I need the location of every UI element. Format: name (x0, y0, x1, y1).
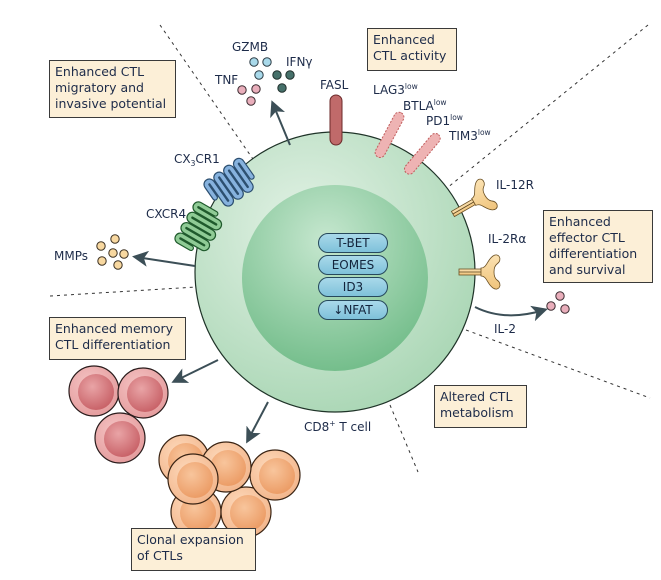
divider-left (49, 286, 197, 297)
memory-cell (68, 365, 120, 417)
label-tim3-name: TIM3 (449, 129, 478, 143)
label-pd1-name: PD1 (426, 114, 451, 128)
box-memory-differentiation: Enhanced memory CTL differentiation (49, 317, 186, 360)
label-tim3: TIM3low (449, 128, 491, 143)
cx3cr1-receptor (203, 157, 255, 207)
label-gzmb: GZMB (232, 40, 269, 54)
clonal-cell (167, 453, 219, 505)
box-ctl-activity: Enhanced CTL activity (367, 28, 457, 71)
label-cxcr4: CXCR4 (146, 207, 187, 221)
memory-cell (117, 367, 169, 419)
label-cx3cr1-a: CX (174, 152, 191, 166)
tf-tbet: T-BET (318, 233, 388, 253)
pd1-tim3-receptor (404, 132, 441, 175)
tf-nfat: ↓NFAT (318, 300, 388, 320)
label-lag3-name: LAG3 (373, 83, 405, 97)
ifng-granules (272, 70, 295, 93)
label-il12r: IL-12R (496, 178, 534, 192)
clonal-cell (249, 449, 301, 501)
label-il2ra: IL-2Rα (488, 232, 527, 246)
arrow-mmps (132, 250, 196, 267)
label-cd8-sup: + (329, 419, 336, 428)
clonal-cell (220, 486, 272, 538)
tf-id3: ID3 (318, 277, 388, 297)
label-fasl: FASL (320, 78, 349, 92)
fasl-receptor (329, 94, 343, 146)
box-effector-differentiation: Enhanced effector CTL differentiation an… (543, 210, 653, 283)
label-pd1-low: low (450, 113, 463, 122)
arrows (132, 100, 548, 444)
gzmb-granules (249, 57, 272, 80)
label-t-cell: T cell (335, 420, 372, 434)
label-lag3-low: low (404, 82, 418, 91)
label-lag3: LAG3low (373, 82, 418, 97)
label-cx3cr1-sub: 3 (190, 159, 196, 168)
divider-right (465, 329, 651, 399)
lag3-btla-receptor (374, 111, 405, 159)
memory-cells (68, 365, 169, 464)
cxcr4-receptor (174, 201, 223, 252)
divider-bottom (389, 404, 419, 473)
label-btla-low: low (433, 98, 447, 107)
arrow-secretion (270, 100, 291, 146)
tnf-granules (237, 84, 261, 106)
label-cd8: CD8 (304, 420, 330, 434)
memory-cell (94, 412, 146, 464)
divider-top-right (446, 24, 649, 189)
box-clonal-expansion: Clonal expansion of CTLs (131, 528, 256, 571)
arrow-memory (171, 359, 219, 383)
label-btla: BTLAlow (403, 98, 447, 113)
label-ifng: IFNγ (286, 55, 313, 69)
label-btla-name: BTLA (403, 99, 434, 113)
arrow-clonal (246, 401, 269, 444)
label-cd8-t-cell: CD8+ T cell (304, 419, 371, 434)
sector-dividers (49, 24, 651, 473)
label-pd1: PD1low (426, 113, 463, 128)
box-metabolism: Altered CTL metabolism (434, 385, 527, 428)
box-migratory-potential: Enhanced CTL migratory and invasive pote… (49, 60, 176, 118)
il2ra-receptor (458, 254, 501, 290)
il12r-receptor (450, 178, 498, 218)
label-tim3-low: low (477, 128, 491, 137)
clonal-cells (158, 434, 301, 538)
arrow-il2 (474, 305, 548, 322)
label-il2: IL-2 (494, 322, 516, 336)
tf-eomes: EOMES (318, 255, 388, 275)
mmp-granules (96, 234, 129, 270)
il2-granules (546, 291, 570, 314)
label-cx3cr1-b: CR1 (195, 152, 220, 166)
label-mmps: MMPs (54, 249, 88, 263)
label-tnf: TNF (215, 73, 239, 87)
inhibitory-receptors (374, 111, 441, 175)
label-cx3cr1: CX3CR1 (174, 152, 220, 168)
